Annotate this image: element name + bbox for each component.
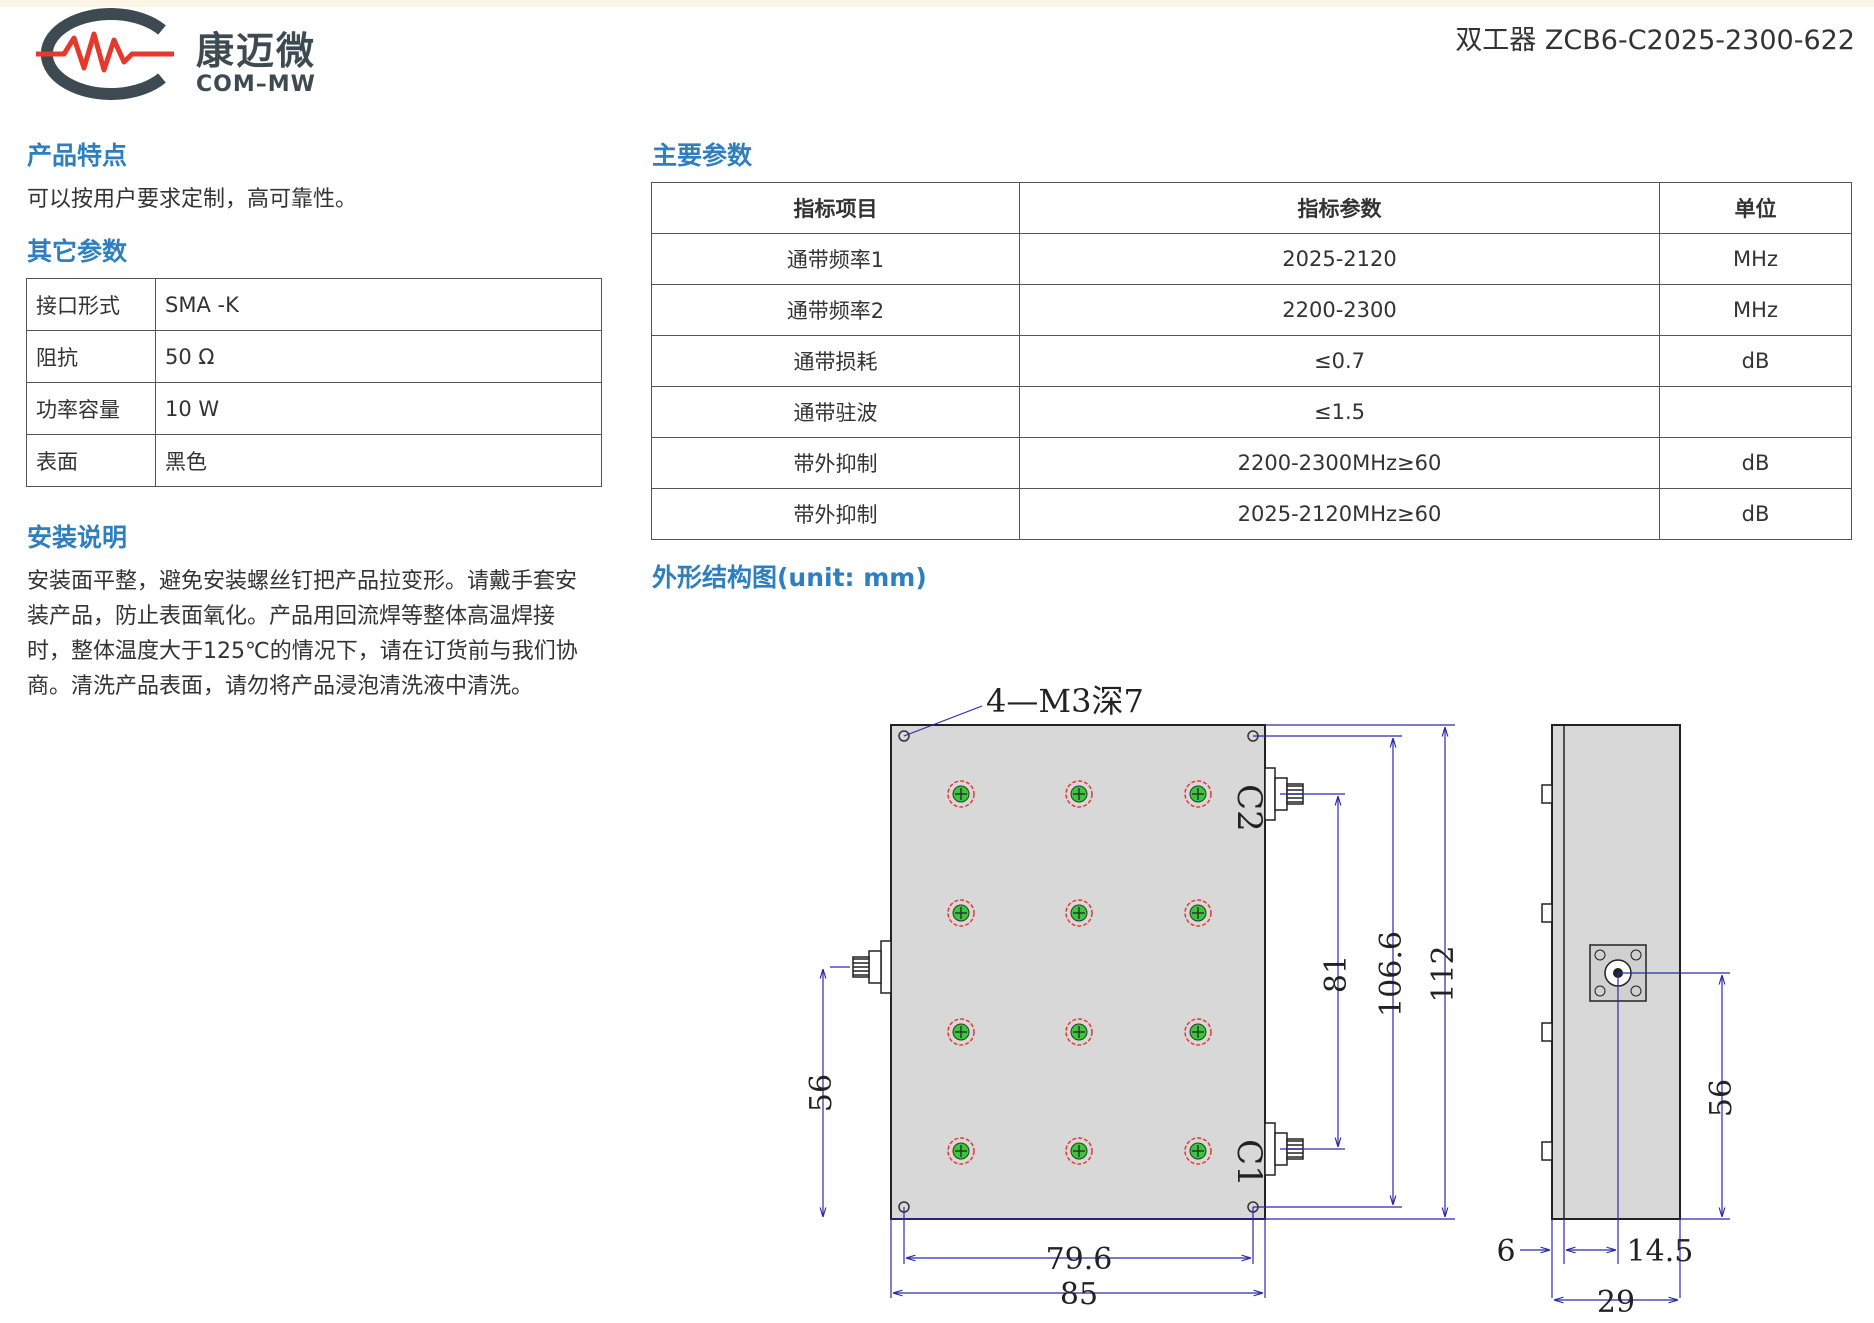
cell: 通带驻波: [651, 386, 1020, 438]
dim-85-label: 85: [1060, 1277, 1098, 1312]
column-header: 单位: [1659, 182, 1852, 234]
cell: ≤1.5: [1019, 386, 1660, 438]
sma-connector-icon: [852, 940, 892, 994]
dim-106-6-label: 106.6: [1374, 931, 1409, 1017]
install-text: 安装面平整，避免安装螺丝钉把产品拉变形。请戴手套安 装产品，防止表面氧化。产品用…: [27, 564, 578, 704]
dim-29-label: 29: [1597, 1285, 1635, 1318]
table-row: 接口形式 SMA -K: [26, 278, 602, 331]
dimension-lines: [823, 724, 1455, 1298]
column-header: 指标项目: [651, 182, 1020, 234]
table-row: 通带驻波 ≤1.5: [651, 386, 1852, 438]
dim-56-left-label: 56: [804, 1074, 839, 1112]
main-params-table: 指标项目 指标参数 单位 通带频率1 2025-2120 MHz 通带频率2 2…: [651, 182, 1852, 540]
side-dimension-lines: [1520, 972, 1730, 1300]
param-name: 功率容量: [26, 382, 156, 435]
cell: dB: [1659, 488, 1852, 540]
param-value: SMA -K: [155, 278, 602, 331]
dim-79-6-label: 79.6: [1046, 1242, 1113, 1277]
features-text: 可以按用户要求定制，高可靠性。: [27, 187, 358, 212]
table-row: 通带频率2 2200-2300 MHz: [651, 284, 1852, 336]
column-header: 指标参数: [1019, 182, 1660, 234]
install-title: 安装说明: [27, 523, 128, 552]
cell: 带外抑制: [651, 488, 1020, 540]
table-row: 功率容量 10 W: [26, 382, 602, 435]
screw-head-icon: [1541, 784, 1553, 1161]
table-row: 阻抗 50 Ω: [26, 330, 602, 383]
cell: MHz: [1659, 284, 1852, 336]
cell: MHz: [1659, 233, 1852, 285]
outline-drawing: C2 C1 4—M3深7 112 106.6 81 56 79.6 85: [804, 682, 1739, 1318]
install-line: 装产品，防止表面氧化。产品用回流焊等整体高温焊接: [27, 604, 556, 629]
cell: 通带频率2: [651, 284, 1020, 336]
brand-name-cn: 康迈微: [196, 29, 317, 73]
table-row: 表面 黑色: [26, 434, 602, 487]
hole-note-label: 4—M3深7: [986, 682, 1144, 720]
table-row: 带外抑制 2200-2300MHz≥60 dB: [651, 437, 1852, 489]
cell: [1659, 386, 1852, 438]
port-c2-label: C2: [1229, 784, 1269, 832]
hole-note-leader: [903, 705, 983, 737]
other-params-table: 接口形式 SMA -K 阻抗 50 Ω 功率容量 10 W 表面 黑色: [26, 278, 602, 487]
top-accent-bar: [0, 0, 1874, 7]
param-value: 50 Ω: [155, 330, 602, 383]
table-row: 通带损耗 ≤0.7 dB: [651, 335, 1852, 387]
cell: ≤0.7: [1019, 335, 1660, 387]
param-value: 黑色: [155, 434, 602, 487]
logo-mark-icon: [36, 8, 174, 100]
table-row: 通带频率1 2025-2120 MHz: [651, 233, 1852, 285]
cell: 通带频率1: [651, 233, 1020, 285]
features-title: 产品特点: [27, 141, 128, 170]
other-params-title: 其它参数: [27, 237, 128, 266]
cell: 2025-2120: [1019, 233, 1660, 285]
param-value: 10 W: [155, 382, 602, 435]
install-line: 商。清洗产品表面，请勿将产品浸泡清洗液中清洗。: [27, 674, 534, 699]
dim-81-label: 81: [1319, 955, 1354, 993]
tuning-screws: [947, 780, 1212, 1165]
param-name: 接口形式: [26, 278, 156, 331]
brand-name-en: COM–MW: [196, 72, 316, 97]
install-line: 安装面平整，避免安装螺丝钉把产品拉变形。请戴手套安: [27, 569, 578, 594]
dim-56-right-label: 56: [1704, 1079, 1739, 1117]
table-header-row: 指标项目 指标参数 单位: [651, 182, 1852, 234]
document-title: 双工器 ZCB6-C2025-2300-622: [1455, 25, 1855, 56]
outline-title: 外形结构图(unit: mm): [652, 563, 927, 592]
cell: 2200-2300MHz≥60: [1019, 437, 1660, 489]
cell: dB: [1659, 437, 1852, 489]
brand-logo: 康迈微 COM–MW: [24, 8, 324, 100]
port-c1-label: C1: [1229, 1139, 1269, 1187]
param-name: 表面: [26, 434, 156, 487]
dim-112-label: 112: [1426, 945, 1461, 1002]
cell: 2025-2120MHz≥60: [1019, 488, 1660, 540]
cell: 带外抑制: [651, 437, 1020, 489]
cell: dB: [1659, 335, 1852, 387]
param-name: 阻抗: [26, 330, 156, 383]
cell: 通带损耗: [651, 335, 1020, 387]
install-line: 时，整体温度大于125℃的情况下，请在订货前与我们协: [27, 639, 578, 664]
dim-6-label: 6: [1496, 1234, 1515, 1269]
cell: 2200-2300: [1019, 284, 1660, 336]
main-params-title: 主要参数: [652, 141, 753, 170]
table-row: 带外抑制 2025-2120MHz≥60 dB: [651, 488, 1852, 540]
dim-14-5-label: 14.5: [1627, 1234, 1694, 1269]
